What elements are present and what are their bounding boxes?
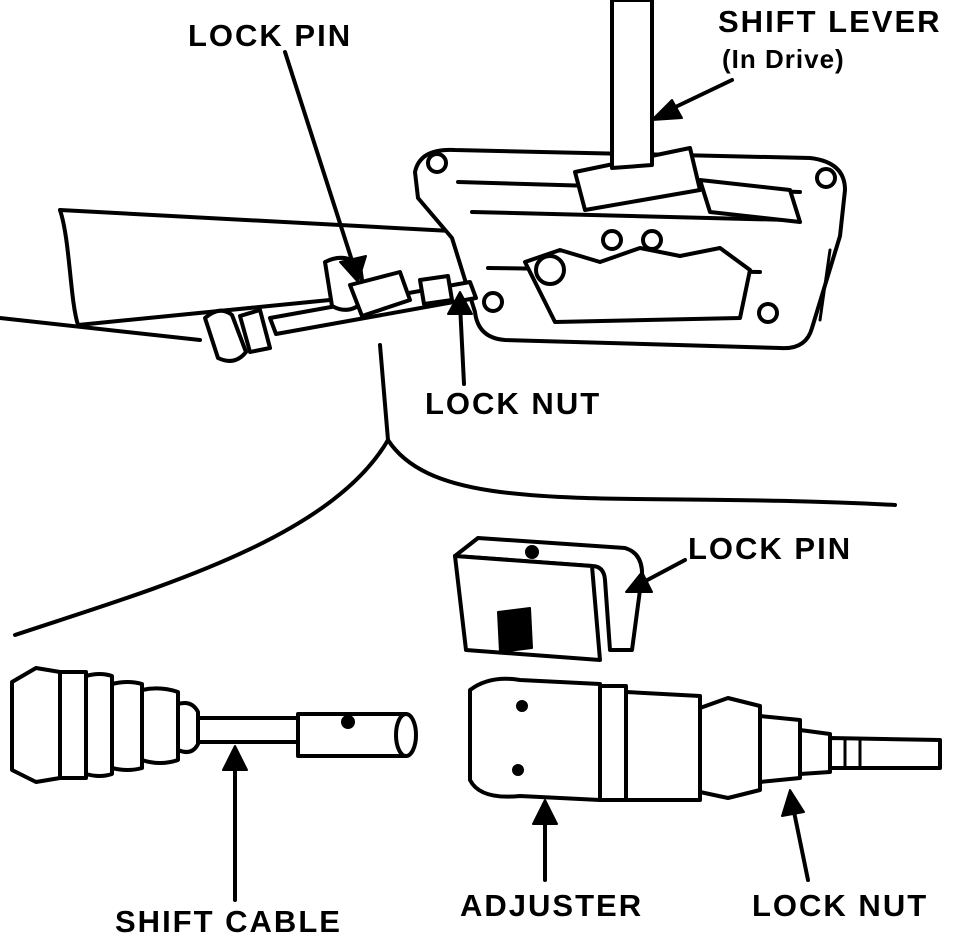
shift-cable-detail (10, 666, 418, 784)
shift-lever-shaft (610, 0, 654, 170)
label-lock-pin-top: LOCK PIN (188, 18, 353, 53)
lock-pin-detail (453, 536, 645, 662)
label-lock-nut-top: LOCK NUT (425, 386, 602, 421)
leader-lock-nut-top (447, 291, 473, 386)
leader-shift-cable (222, 745, 248, 902)
leader-shift-lever (651, 78, 734, 121)
leader-adjuster (532, 799, 558, 882)
floor-tunnel (0, 208, 472, 342)
label-lock-nut-detail: LOCK NUT (752, 888, 929, 923)
leader-lock-nut-detail (781, 789, 810, 882)
label-shift-lever: SHIFT LEVER (718, 4, 942, 39)
leader-lock-pin-top (283, 50, 367, 283)
detail-callout-curves (13, 343, 897, 637)
label-lock-pin-detail: LOCK PIN (688, 531, 853, 566)
adjuster-detail (468, 676, 942, 802)
label-shift-lever-state: (In Drive) (722, 44, 845, 74)
leader-lock-pin-detail (625, 558, 687, 593)
shift-cable-assembled (203, 255, 478, 363)
label-adjuster: ADJUSTER (460, 888, 644, 923)
label-shift-cable: SHIFT CABLE (115, 904, 342, 939)
shift-lever-housing (413, 146, 847, 351)
